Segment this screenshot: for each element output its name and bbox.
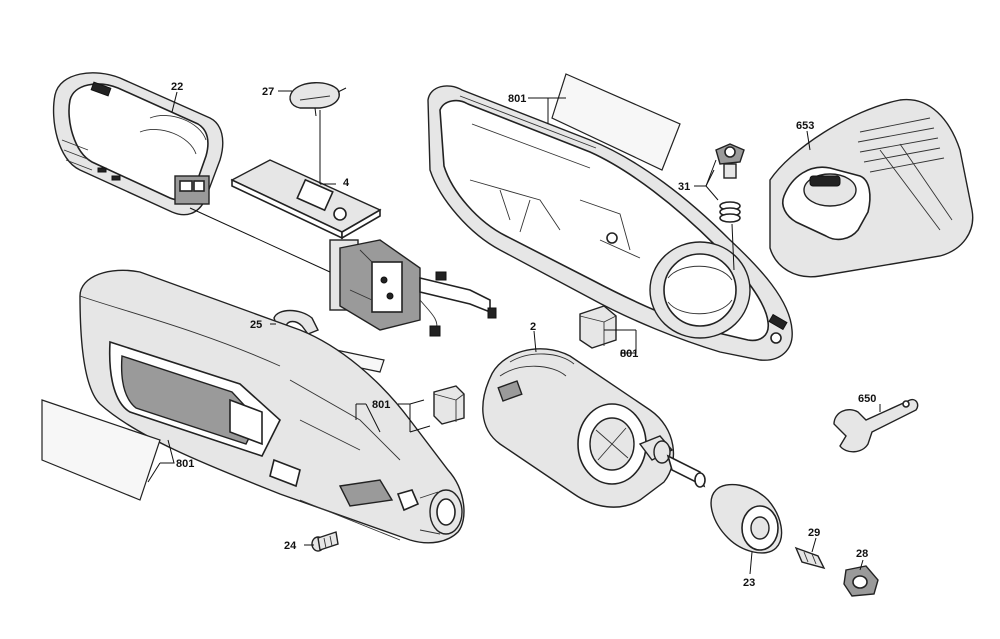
callout-2: 2 bbox=[530, 321, 536, 333]
callout-27: 27 bbox=[262, 86, 274, 98]
label-sheet-top bbox=[551, 73, 681, 171]
callout-801-mid-right: 801 bbox=[620, 348, 638, 360]
leader-lines bbox=[147, 90, 881, 575]
callout-801-bottom: 801 bbox=[176, 458, 194, 470]
callout-24: 24 bbox=[284, 540, 297, 552]
switch-cap-part bbox=[289, 82, 347, 117]
callout-29: 29 bbox=[808, 527, 820, 539]
callout-23: 23 bbox=[743, 577, 755, 589]
electronics-module-part bbox=[230, 159, 497, 337]
collet-nut-part bbox=[843, 565, 879, 597]
small-block-right bbox=[579, 305, 617, 349]
callout-653: 653 bbox=[796, 120, 814, 132]
wrench-part bbox=[833, 398, 919, 453]
collet-part bbox=[794, 546, 826, 570]
tool-housing-left bbox=[79, 269, 465, 544]
callout-labels: 22 27 4 801 653 31 25 2 801 801 650 801 … bbox=[171, 81, 876, 589]
screw-part bbox=[311, 531, 339, 552]
callout-31: 31 bbox=[678, 181, 690, 193]
callout-4: 4 bbox=[343, 177, 350, 189]
callout-22: 22 bbox=[171, 81, 183, 93]
sleeve-part bbox=[710, 483, 783, 554]
screw-spring-part bbox=[715, 143, 745, 223]
callout-28: 28 bbox=[856, 548, 868, 560]
callout-650: 650 bbox=[858, 393, 876, 405]
callout-801-top: 801 bbox=[508, 93, 526, 105]
battery-pack-part bbox=[52, 72, 224, 216]
callout-801-mid-left: 801 bbox=[372, 399, 390, 411]
motor-part bbox=[482, 348, 706, 508]
charger-part bbox=[769, 98, 974, 278]
callout-25: 25 bbox=[250, 319, 262, 331]
label-sheet-bottom bbox=[41, 399, 161, 501]
small-block-left bbox=[433, 385, 465, 425]
housing-half-part bbox=[427, 85, 793, 361]
